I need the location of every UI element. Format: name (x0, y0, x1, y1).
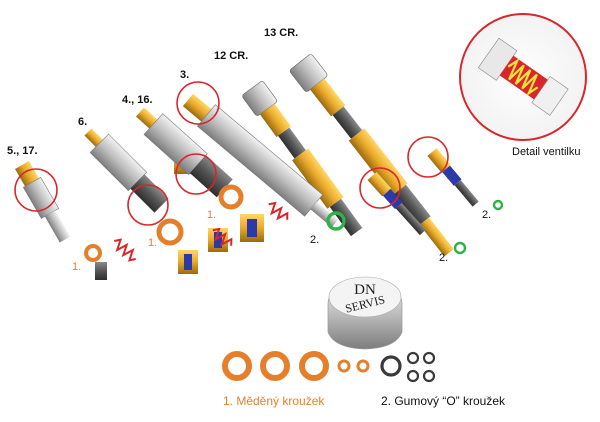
label-oring-2c: 2. (482, 209, 492, 221)
tool-6 (84, 128, 169, 213)
legend-copper-rings (222, 351, 370, 381)
highlight-circle (176, 81, 220, 125)
dn-servis-logo (327, 276, 403, 350)
highlight-circle (175, 153, 217, 195)
injector-12cr (242, 81, 363, 237)
label-copper-1a: 1. (72, 261, 82, 273)
injector-12cr-tip (367, 171, 426, 236)
legend-copper-label: 1. Měděný kroužek (223, 394, 325, 408)
highlight-circle (14, 168, 58, 212)
tool-3-bar (182, 93, 339, 228)
label-oring-2a: 2. (310, 234, 320, 246)
logo-line1: DN (354, 282, 376, 298)
spring-icon (212, 227, 233, 247)
highlight-circle (407, 136, 449, 178)
label-copper-1b: 1. (148, 237, 158, 249)
label-5-17: 5., 17. (7, 145, 38, 157)
label-copper-1c: 1. (207, 209, 217, 221)
nozzle-small (95, 262, 107, 280)
tool-5-17 (15, 161, 71, 243)
injector-13cr-tip (427, 148, 479, 207)
insert-right (240, 214, 264, 242)
spring-icon (114, 238, 136, 262)
label-6: 6. (78, 116, 88, 128)
label-13cr: 13 CR. (264, 27, 299, 39)
highlight-circle (127, 184, 169, 226)
label-3: 3. (180, 69, 190, 81)
injector-13cr (289, 54, 454, 257)
label-12cr: 12 CR. (214, 50, 249, 62)
copper-ring (156, 218, 184, 246)
spring-icon (268, 201, 289, 221)
legend-rubber-label: 2. Gumový “O” kroužek (381, 394, 506, 408)
o-ring (326, 211, 346, 231)
copper-ring (84, 244, 102, 262)
highlight-circle (359, 167, 401, 209)
copper-ring (218, 184, 244, 210)
label-4-16: 4., 16. (122, 94, 153, 106)
label-oring-2b: 2. (439, 252, 449, 264)
insert-left (178, 250, 198, 274)
insert-middle (208, 228, 228, 252)
o-ring (492, 199, 504, 211)
tool-4-16 (135, 107, 233, 198)
label-detail: Detail ventilku (512, 146, 581, 158)
detail-valve-inset (459, 13, 587, 141)
legend-rubber-rings (380, 351, 436, 383)
o-ring (453, 241, 467, 255)
